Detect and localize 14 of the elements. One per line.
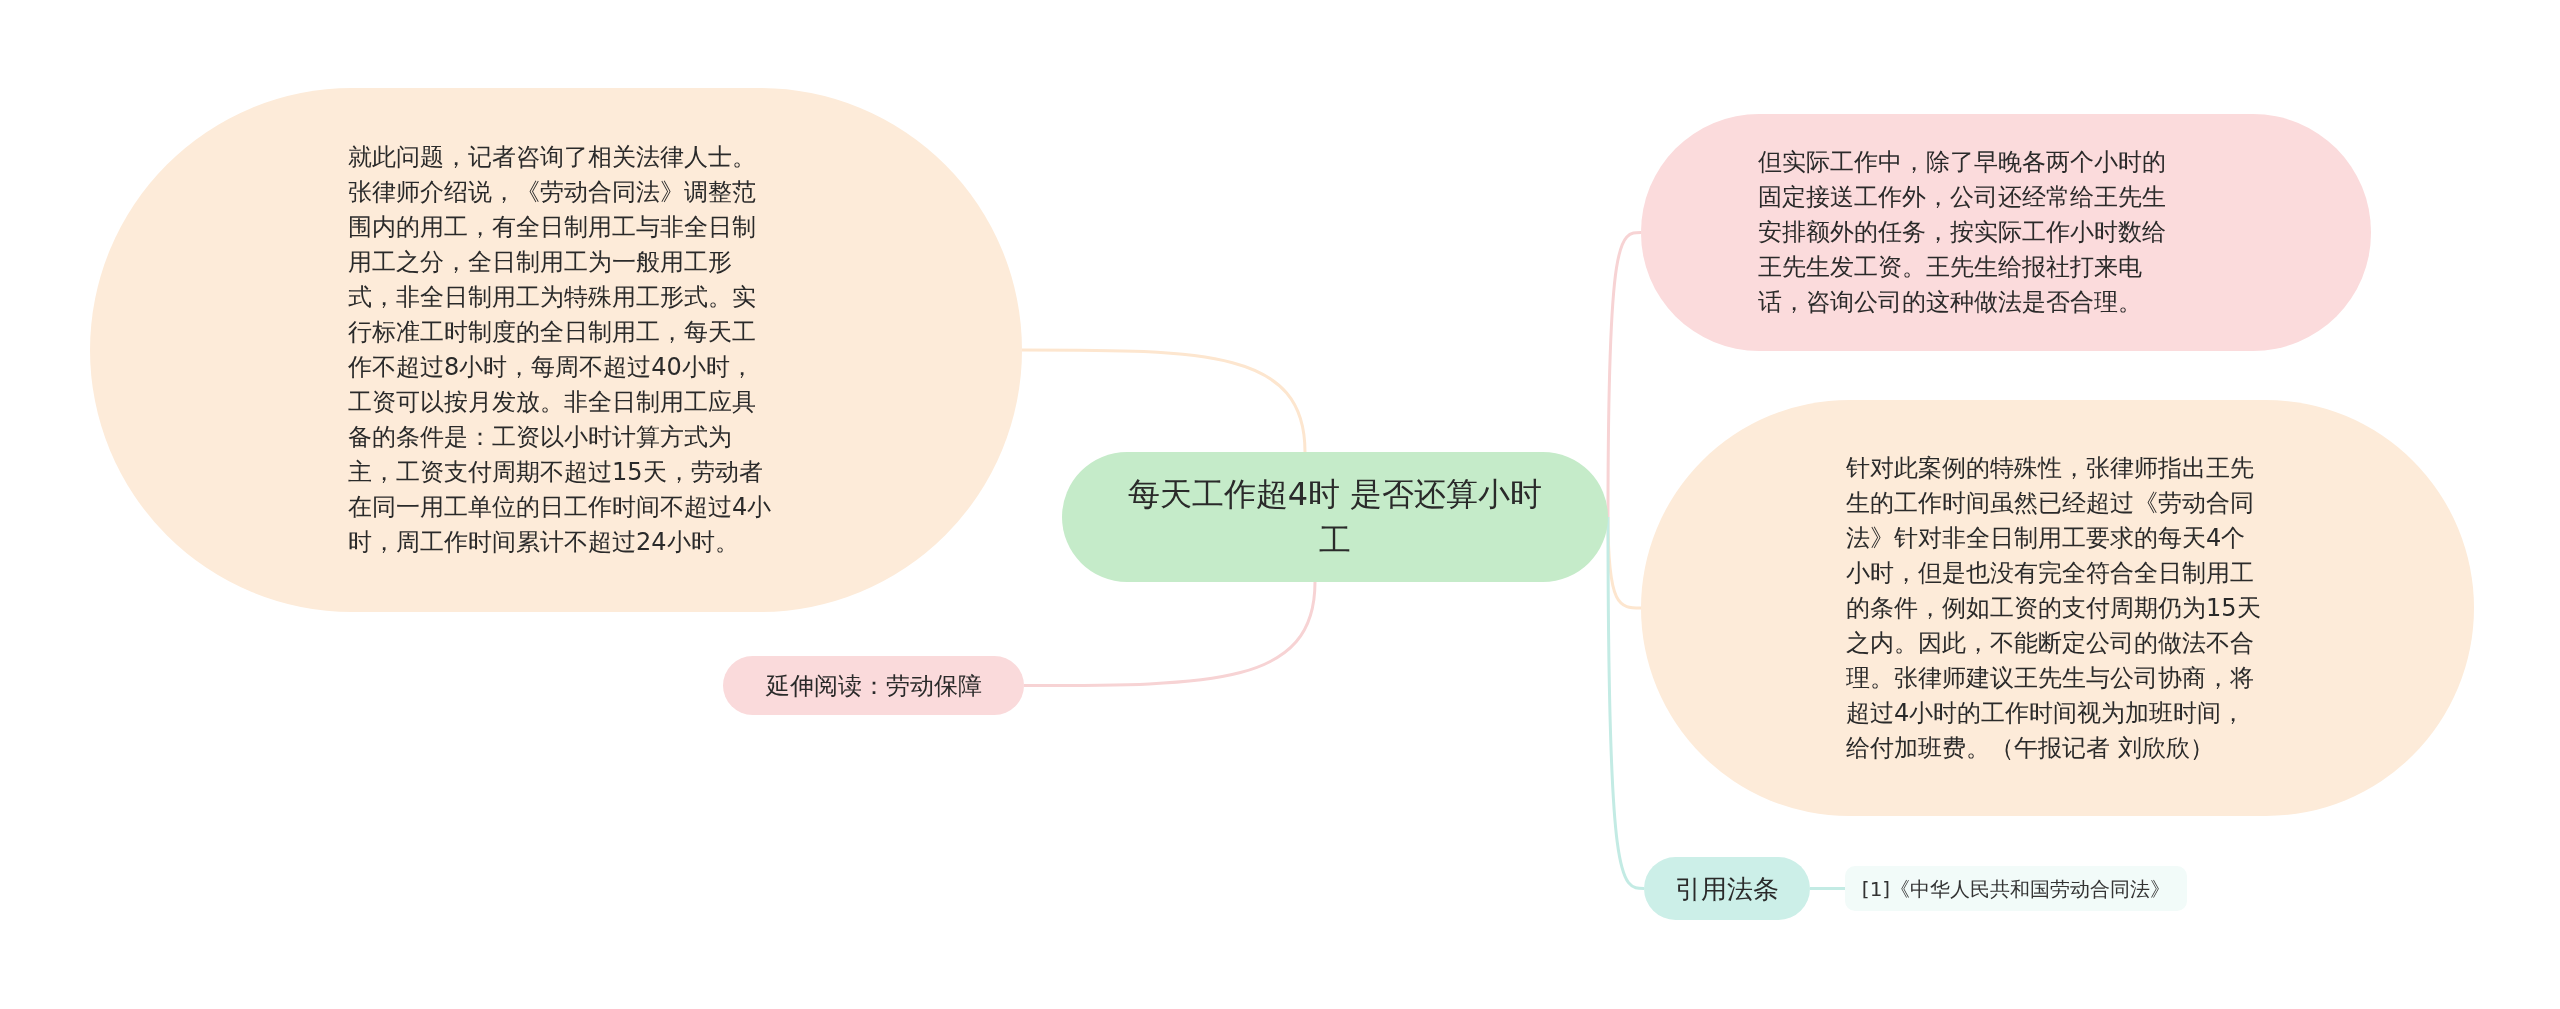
- node-text: 就此问题，记者咨询了相关法律人士。张律师介绍说，《劳动合同法》调整范围内的用工，有全日制用工与非全日制用工之分，全日制用工为一般用工形式，非全日制用工为特殊用工形式。实行标准工时制度的全日制用工，每天工作不超过8小时，每周不超过40小时，工资可以按月发放。非全日制用工应具备的条件是：工资以小时计算方式为主，工资支付周期不超过15天，劳动者在同一用工单位的日工作时间不超过4小时，周工作时间累计不超过24小时。: [348, 142, 772, 558]
- reference-node: [1845, 866, 2187, 911]
- connector-line: [1022, 348, 1307, 453]
- node-text: 引用法条: [1675, 872, 1779, 905]
- connector-line: [1606, 231, 1642, 517]
- node-text: [1]《中华人民共和国劳动合同法》: [1861, 875, 2171, 903]
- connector-line: [1810, 887, 1845, 890]
- topic-node: [1062, 452, 1608, 582]
- node-text: 针对此案例的特殊性，张律师指出王先生的工作时间虽然已经超过《劳动合同法》针对非全日制用工要求的每天4个小时，但是也没有完全符合全日制用工的条件，例如工资的支付周期仍为15天之内。因此，不能断定公司的做法不合理。张律师建议王先生与公司协商，将超过4小时的工作时间视为加班时间，给付加班费。（午报记者 刘欣欣）: [1846, 452, 2262, 764]
- connector-line: [1606, 517, 1645, 890]
- node-text: 但实际工作中，除了早晚各两个小时的固定接送工作外，公司还经常给王先生安排额外的任务，按实际工作小时数给王先生发工资。王先生给报社打来电话，咨询公司的这种做法是否合理。: [1758, 147, 2167, 318]
- connector-line: [1024, 581, 1317, 687]
- node-text: 每天工作超4时 是否还算小时工: [1126, 474, 1544, 561]
- node-text: 延伸阅读：劳动保障: [765, 670, 982, 701]
